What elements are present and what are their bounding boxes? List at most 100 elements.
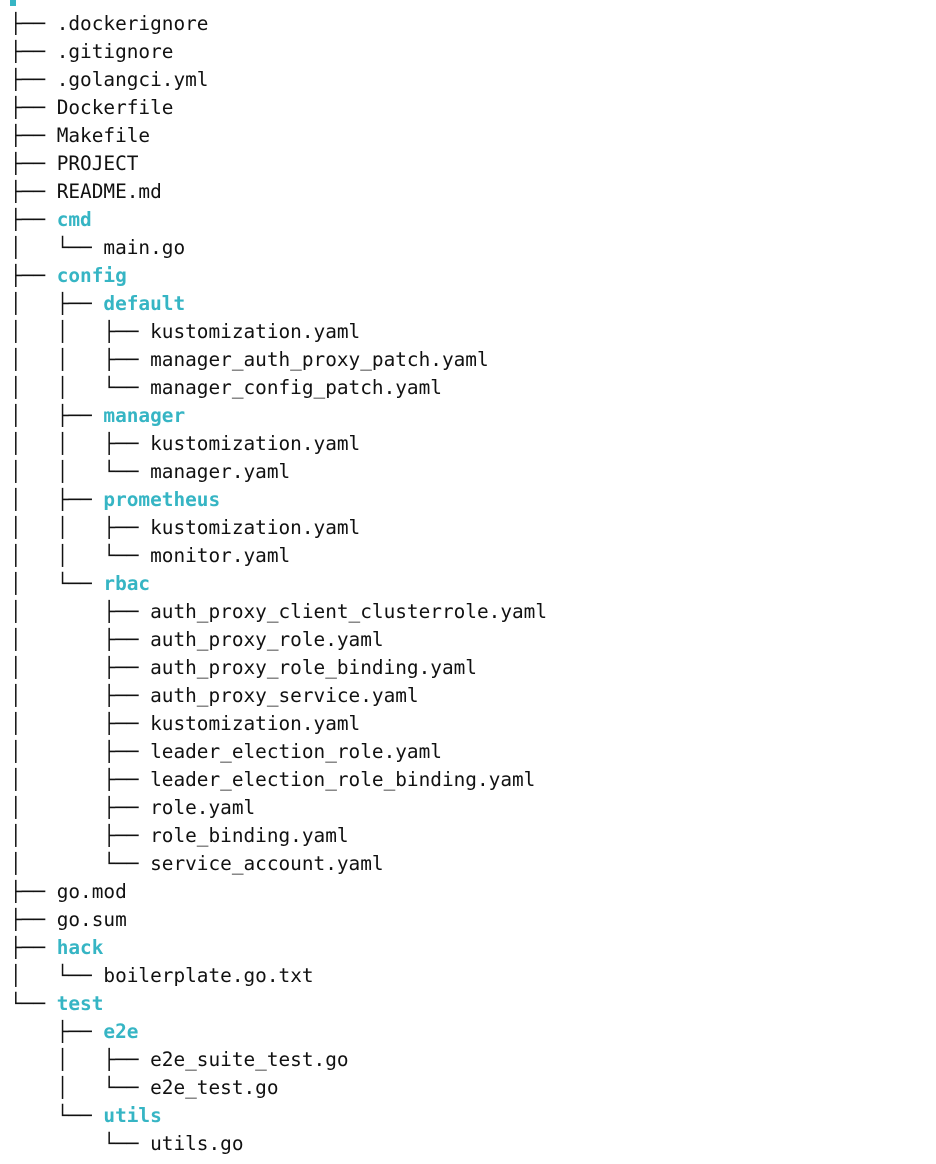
- tree-row-directory[interactable]: ├── hack: [10, 934, 926, 962]
- tree-branch-prefix: ├──: [10, 908, 57, 931]
- tree-branch-prefix: │ ├──: [10, 600, 151, 623]
- tree-row-file[interactable]: └── utils.go: [10, 1130, 926, 1158]
- directory-name: rbac: [103, 572, 151, 595]
- tree-branch-prefix: │ ├──: [10, 404, 104, 427]
- file-name: auth_proxy_client_clusterrole.yaml: [150, 600, 548, 623]
- file-name: role_binding.yaml: [150, 824, 349, 847]
- file-name: kustomization.yaml: [150, 516, 361, 539]
- tree-branch-prefix: │ ├──: [10, 628, 151, 651]
- file-name: kustomization.yaml: [150, 432, 361, 455]
- tree-row-file[interactable]: │ └── service_account.yaml: [10, 850, 926, 878]
- tree-row-directory[interactable]: ├── config: [10, 262, 926, 290]
- file-name: manager_config_patch.yaml: [150, 376, 442, 399]
- directory-name: test: [56, 992, 104, 1015]
- file-name: main.go: [103, 236, 186, 259]
- tree-branch-prefix: │ │ └──: [10, 544, 151, 567]
- tree-row-file[interactable]: ├── README.md: [10, 178, 926, 206]
- tree-row-directory[interactable]: ├── e2e: [10, 1018, 926, 1046]
- tree-branch-prefix: │ ├──: [10, 712, 151, 735]
- tree-branch-prefix: ├──: [10, 264, 57, 287]
- tree-row-file[interactable]: │ ├── e2e_suite_test.go: [10, 1046, 926, 1074]
- tree-branch-prefix: │ ├──: [10, 488, 104, 511]
- tree-row-file[interactable]: ├── .gitignore: [10, 38, 926, 66]
- file-name: README.md: [56, 180, 162, 203]
- tree-row-file[interactable]: │ ├── leader_election_role_binding.yaml: [10, 766, 926, 794]
- tree-row-file[interactable]: │ ├── role_binding.yaml: [10, 822, 926, 850]
- tree-branch-prefix: │ │ └──: [10, 460, 151, 483]
- tree-row-directory[interactable]: │ └── rbac: [10, 570, 926, 598]
- tree-row-file[interactable]: │ │ ├── kustomization.yaml: [10, 514, 926, 542]
- tree-branch-prefix: │ ├──: [10, 292, 104, 315]
- tree-row-file[interactable]: │ ├── role.yaml: [10, 794, 926, 822]
- tree-row-file[interactable]: │ │ ├── kustomization.yaml: [10, 430, 926, 458]
- directory-name: default: [103, 292, 186, 315]
- tree-row-directory[interactable]: └── utils: [10, 1102, 926, 1130]
- tree-row-file[interactable]: │ ├── leader_election_role.yaml: [10, 738, 926, 766]
- tree-branch-prefix: │ └──: [10, 964, 104, 987]
- tree-row-file[interactable]: │ ├── auth_proxy_role_binding.yaml: [10, 654, 926, 682]
- tree-row-directory[interactable]: ├── cmd: [10, 206, 926, 234]
- directory-name: prometheus: [103, 488, 221, 511]
- tree-row-file[interactable]: │ │ └── monitor.yaml: [10, 542, 926, 570]
- tree-row-file[interactable]: ├── .dockerignore: [10, 10, 926, 38]
- tree-branch-prefix: │ │ └──: [10, 376, 151, 399]
- file-name: PROJECT: [56, 152, 139, 175]
- directory-name: hack: [56, 936, 104, 959]
- tree-row-file[interactable]: │ └── main.go: [10, 234, 926, 262]
- tree-row-file[interactable]: │ └── boilerplate.go.txt: [10, 962, 926, 990]
- tree-row-file[interactable]: │ │ ├── manager_auth_proxy_patch.yaml: [10, 346, 926, 374]
- tree-row-file[interactable]: │ └── e2e_test.go: [10, 1074, 926, 1102]
- file-name: utils.go: [150, 1132, 244, 1155]
- tree-branch-prefix: └──: [10, 1104, 104, 1127]
- tree-row-file[interactable]: │ ├── kustomization.yaml: [10, 710, 926, 738]
- tree-branch-prefix: ├──: [10, 152, 57, 175]
- tree-branch-prefix: ├──: [10, 880, 57, 903]
- tree-branch-prefix: │ └──: [10, 236, 104, 259]
- tree-branch-prefix: │ └──: [10, 1076, 151, 1099]
- tree-row-file[interactable]: ├── PROJECT: [10, 150, 926, 178]
- tree-row-file[interactable]: ├── Dockerfile: [10, 94, 926, 122]
- tree-row-file[interactable]: ├── .golangci.yml: [10, 66, 926, 94]
- file-name: service_account.yaml: [150, 852, 384, 875]
- tree-branch-prefix: │ ├──: [10, 740, 151, 763]
- tree-branch-prefix: │ ├──: [10, 684, 151, 707]
- tree-row-file[interactable]: ├── go.mod: [10, 878, 926, 906]
- tree-row-file[interactable]: │ │ └── manager.yaml: [10, 458, 926, 486]
- file-name: .gitignore: [56, 40, 174, 63]
- file-name: go.sum: [56, 908, 127, 931]
- tree-row-file[interactable]: │ │ └── manager_config_patch.yaml: [10, 374, 926, 402]
- tree-row-directory[interactable]: │ ├── prometheus: [10, 486, 926, 514]
- file-name: manager.yaml: [150, 460, 291, 483]
- tree-branch-prefix: ├──: [10, 96, 57, 119]
- tree-branch-prefix: │ ├──: [10, 824, 151, 847]
- tree-row-file[interactable]: ├── go.sum: [10, 906, 926, 934]
- tree-row-directory[interactable]: │ ├── manager: [10, 402, 926, 430]
- tree-branch-prefix: ├──: [10, 936, 57, 959]
- tree-row-file[interactable]: │ ├── auth_proxy_client_clusterrole.yaml: [10, 598, 926, 626]
- file-name: Makefile: [56, 124, 151, 147]
- tree-branch-prefix: │ │ ├──: [10, 432, 151, 455]
- file-name: auth_proxy_role.yaml: [150, 628, 384, 651]
- tree-row-file[interactable]: │ ├── auth_proxy_service.yaml: [10, 682, 926, 710]
- directory-name: utils: [103, 1104, 162, 1127]
- file-name: Dockerfile: [56, 96, 174, 119]
- tree-branch-prefix: └──: [10, 992, 57, 1015]
- tree-row-file[interactable]: │ ├── auth_proxy_role.yaml: [10, 626, 926, 654]
- file-name: .golangci.yml: [56, 68, 209, 91]
- tree-row-directory[interactable]: └── test: [10, 990, 926, 1018]
- tree-branch-prefix: └──: [10, 1132, 151, 1155]
- file-name: kustomization.yaml: [150, 712, 361, 735]
- tree-branch-prefix: ├──: [10, 40, 57, 63]
- tree-branch-prefix: │ └──: [10, 572, 104, 595]
- tree-row-file[interactable]: ├── Makefile: [10, 122, 926, 150]
- file-name: role.yaml: [150, 796, 256, 819]
- tree-row-directory[interactable]: │ ├── default: [10, 290, 926, 318]
- file-name: auth_proxy_role_binding.yaml: [150, 656, 477, 679]
- tree-branch-prefix: │ ├──: [10, 656, 151, 679]
- directory-name: config: [56, 264, 127, 287]
- tree-row-file[interactable]: │ │ ├── kustomization.yaml: [10, 318, 926, 346]
- tree-branch-prefix: ├──: [10, 68, 57, 91]
- tree-branch-prefix: │ ├──: [10, 768, 151, 791]
- tree-branch-prefix: ├──: [10, 124, 57, 147]
- tree-root-marker: [10, 0, 16, 6]
